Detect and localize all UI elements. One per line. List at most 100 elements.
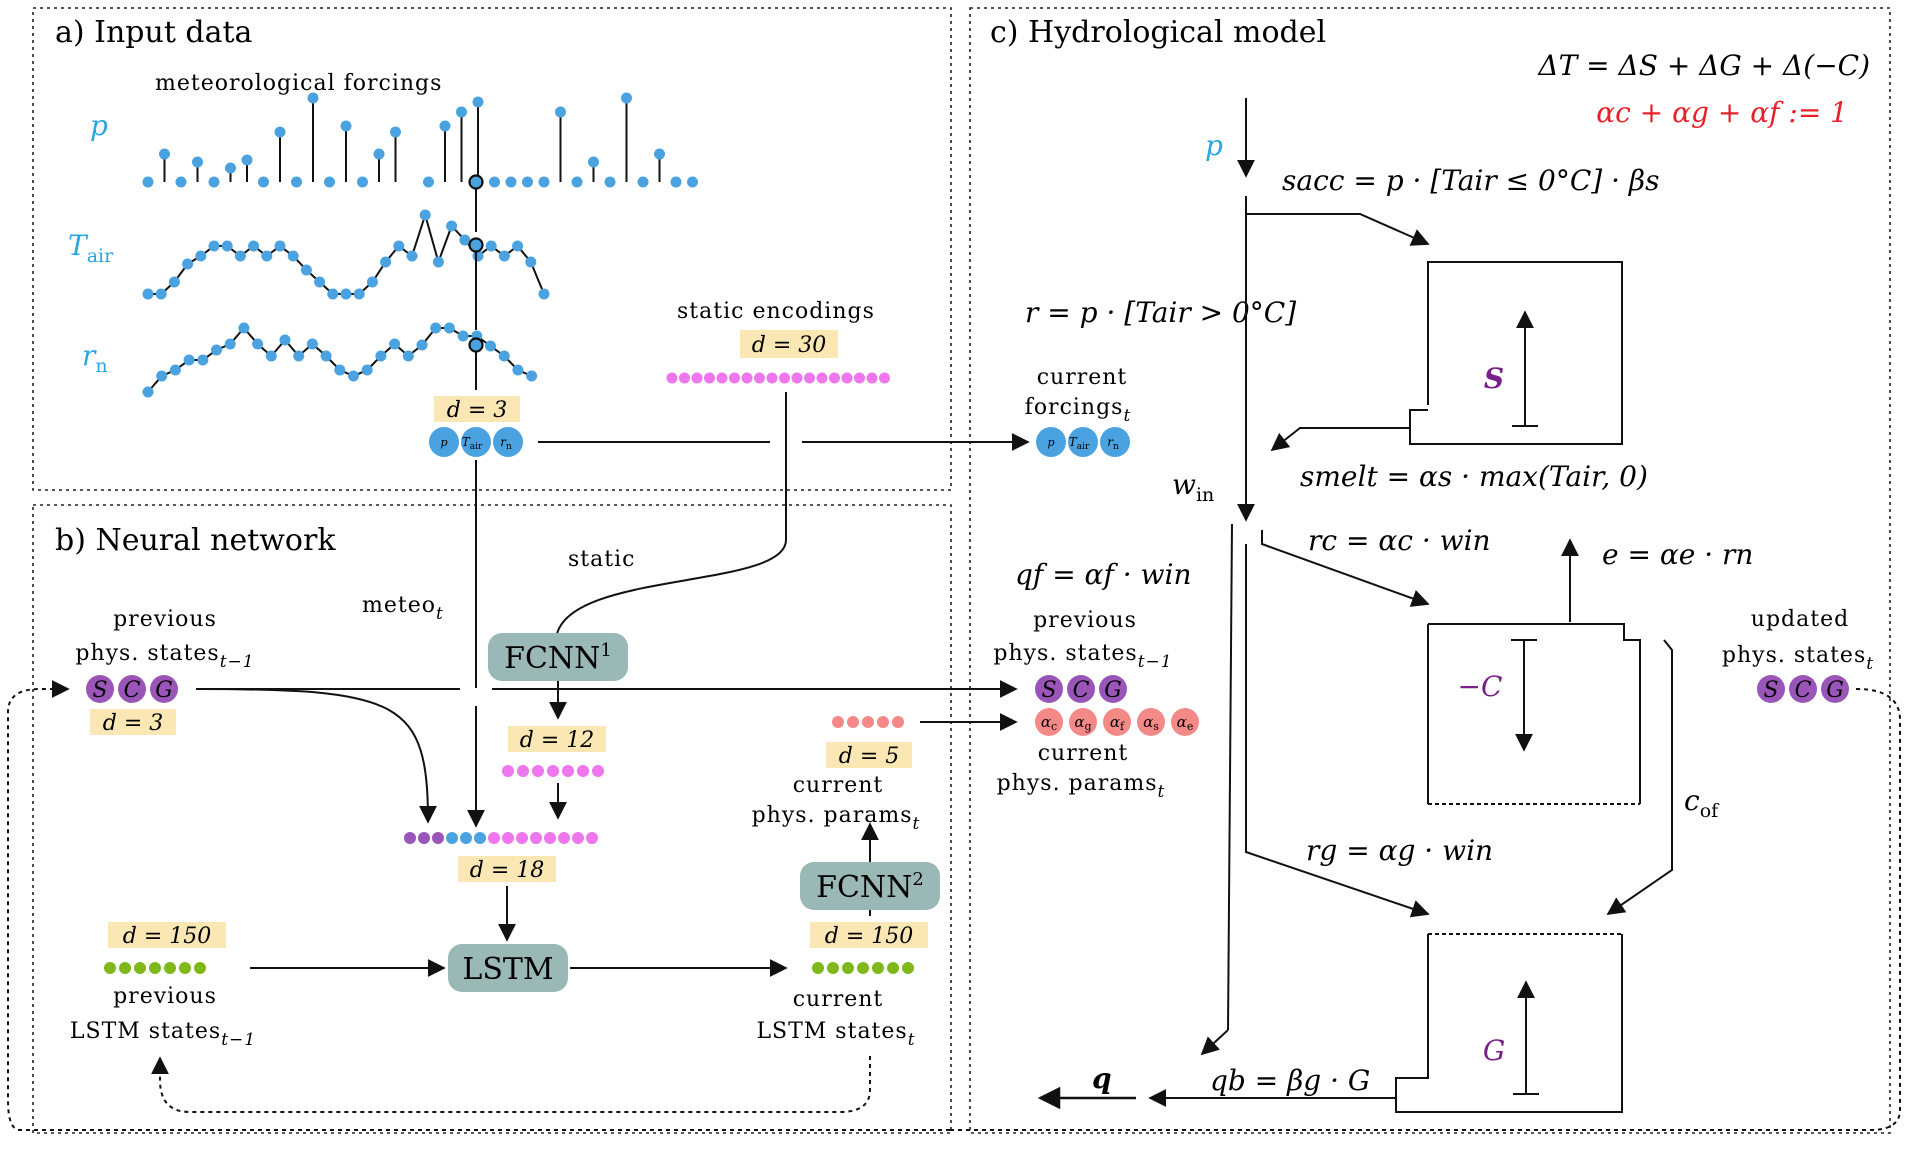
precip-point [175, 176, 187, 188]
d-meteo-badge [434, 396, 520, 422]
rain-equation: r = p · [Tair > 0°C] [1025, 296, 1296, 329]
tair-point [314, 276, 326, 288]
tair-point [274, 240, 286, 252]
d-states-badge [90, 709, 176, 735]
d-150-right-text: d = 150 [825, 924, 914, 949]
fcnn1-dot [577, 765, 589, 777]
tair-point [459, 234, 471, 246]
static-dot [866, 372, 878, 384]
lstm-dot [134, 962, 146, 974]
d-150-right-badge [810, 922, 928, 948]
w-in-label: win [1172, 468, 1214, 506]
rn-point [416, 339, 428, 351]
precip-point [324, 176, 335, 188]
precip-point [307, 92, 319, 104]
tair-point [234, 250, 246, 262]
rn-point [485, 340, 496, 352]
static-dot [804, 372, 815, 384]
lstm-dot [119, 962, 131, 974]
tair-point [419, 209, 431, 221]
discharge-q-label: q [1092, 1062, 1112, 1095]
current-forcing-chips: p Tair rn [1036, 427, 1130, 457]
concat-dot [516, 832, 528, 844]
tair-point [353, 288, 365, 300]
prev-lstm-line2: LSTM statest−1 [70, 1019, 256, 1050]
fcnn1-dot [562, 765, 574, 777]
current-forcings-line2: forcingst [1025, 395, 1132, 426]
param-dot [847, 716, 859, 728]
hydro-p-label: p [1205, 129, 1223, 162]
rn-point [197, 354, 209, 366]
svg-text:p: p [1047, 436, 1054, 449]
fcnn1-output-dots [502, 765, 604, 777]
r-c-equation: rc = αc · win [1308, 524, 1491, 557]
precip-point [291, 176, 302, 188]
rn-point [306, 338, 318, 350]
fcnn1-dot [517, 765, 529, 777]
tair-point [340, 288, 352, 300]
concat-dot [488, 832, 500, 844]
concat-dot [586, 832, 598, 844]
d-18-text: d = 18 [470, 858, 545, 883]
precip-point [423, 176, 434, 188]
cur-lstm-dots [812, 962, 914, 974]
lstm-dot [842, 962, 854, 974]
lstm-dot [149, 962, 161, 974]
concat-dot [530, 832, 542, 844]
tair-point [406, 250, 418, 262]
static-dot [841, 372, 853, 384]
precip-point [670, 176, 682, 188]
lstm-dot [902, 962, 914, 974]
fcnn1-dot [547, 765, 559, 777]
precip-point [637, 176, 649, 188]
svg-text:C: C [1073, 678, 1090, 703]
tair-point [393, 240, 405, 252]
fcnn1-dot [532, 765, 544, 777]
concat-dot [432, 832, 444, 844]
panel-nn-title: b) Neural network [55, 523, 336, 558]
cur-lstm-line1: current [793, 987, 884, 1012]
d-5-badge [826, 742, 912, 768]
d-5-text: d = 5 [839, 744, 900, 769]
precip-point [274, 126, 286, 138]
static-dot [716, 372, 728, 384]
precip-stem-series [142, 92, 698, 188]
param-dot [877, 716, 889, 728]
tair-point [182, 258, 194, 270]
lstm-dot [179, 962, 191, 974]
static-dot [666, 372, 678, 384]
store-S-label: S [1484, 362, 1504, 395]
concat-dot [446, 832, 458, 844]
tair-point [512, 240, 524, 252]
tair-point [300, 264, 312, 276]
static-dot [679, 372, 690, 384]
precip-point [604, 176, 616, 188]
concat-dot [460, 832, 472, 844]
concat-vector-dots [404, 832, 598, 844]
prev-states-line1: previous [113, 607, 217, 632]
param-dot [892, 716, 904, 728]
rn-point [443, 322, 455, 334]
param-dot [862, 716, 874, 728]
lstm-dot [194, 962, 206, 974]
r-g-equation: rg = αg · win [1306, 834, 1493, 867]
lstm-dot [887, 962, 899, 974]
static-dot [791, 372, 803, 384]
tair-point [221, 240, 233, 252]
mid-prev-states-line1: previous [1033, 608, 1137, 633]
rn-point [265, 350, 277, 362]
lstm-box [448, 944, 568, 992]
tair-point [538, 288, 550, 300]
static-dot [766, 372, 778, 384]
s-acc-equation: sacc = p · [Tair ≤ 0°C] · βs [1282, 164, 1659, 197]
panel-nn-frame [32, 504, 952, 1134]
precip-point [373, 148, 385, 160]
rn-point [169, 364, 181, 376]
static-flow-label: static [568, 547, 635, 572]
tair-point [195, 250, 207, 262]
rn-point [224, 338, 236, 350]
highlight-p-point [468, 174, 484, 190]
svg-text:S: S [1041, 678, 1056, 703]
tair-point [287, 250, 299, 262]
meteo-forcings-label: meteorological forcings [155, 71, 442, 96]
